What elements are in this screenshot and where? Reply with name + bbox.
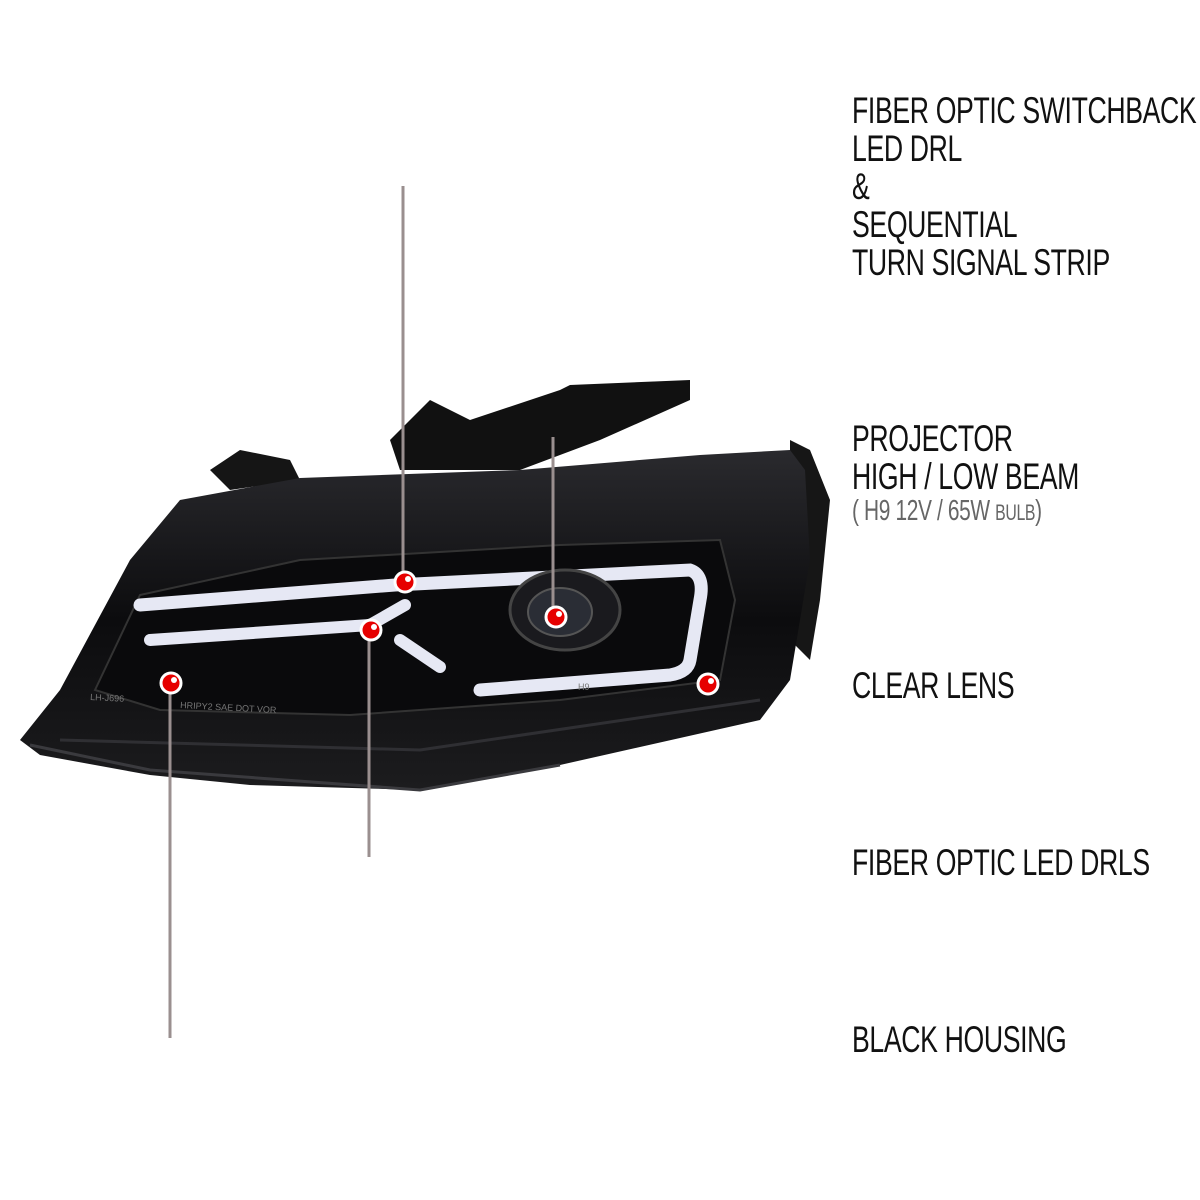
paren: ): [1035, 495, 1042, 527]
lens-code: LH-J696: [90, 692, 125, 704]
callout-dot: [159, 671, 183, 695]
callout-drl-switchback: FIBER OPTIC SWITCHBACK LED DRL & SEQUENT…: [852, 90, 1197, 283]
callout-projector: PROJECTOR HIGH / LOW BEAM ( H9 12V / 65W…: [852, 420, 1079, 528]
callout-line: TURN SIGNAL STRIP: [852, 242, 1110, 283]
callout-line: &: [852, 166, 870, 207]
callout-dot: [359, 618, 383, 642]
callout-line: FIBER OPTIC SWITCHBACK: [852, 90, 1197, 131]
bulb-word: BULB: [995, 500, 1036, 525]
callout-led-drls: FIBER OPTIC LED DRLS: [852, 842, 1150, 883]
callout-dots: [159, 570, 720, 696]
callout-black-housing: BLACK HOUSING: [852, 1019, 1067, 1060]
bulb-spec: ( H9 12V / 65W BULB): [852, 496, 1079, 528]
callout-dot: [393, 570, 417, 594]
callout-line: SEQUENTIAL: [852, 204, 1018, 245]
paren: (: [852, 495, 859, 527]
callout-line: HIGH / LOW BEAM: [852, 456, 1079, 497]
callout-line: LED DRL: [852, 128, 963, 169]
lens-bulb-mark: H9: [578, 682, 590, 692]
callout-dot: [544, 605, 568, 629]
leader-lines: [168, 184, 846, 1040]
bulb-spec-text: H9 12V / 65W: [864, 495, 990, 527]
callout-dot: [696, 672, 720, 696]
callout-clear-lens: CLEAR LENS: [852, 665, 1015, 706]
callout-line: PROJECTOR: [852, 418, 1013, 459]
